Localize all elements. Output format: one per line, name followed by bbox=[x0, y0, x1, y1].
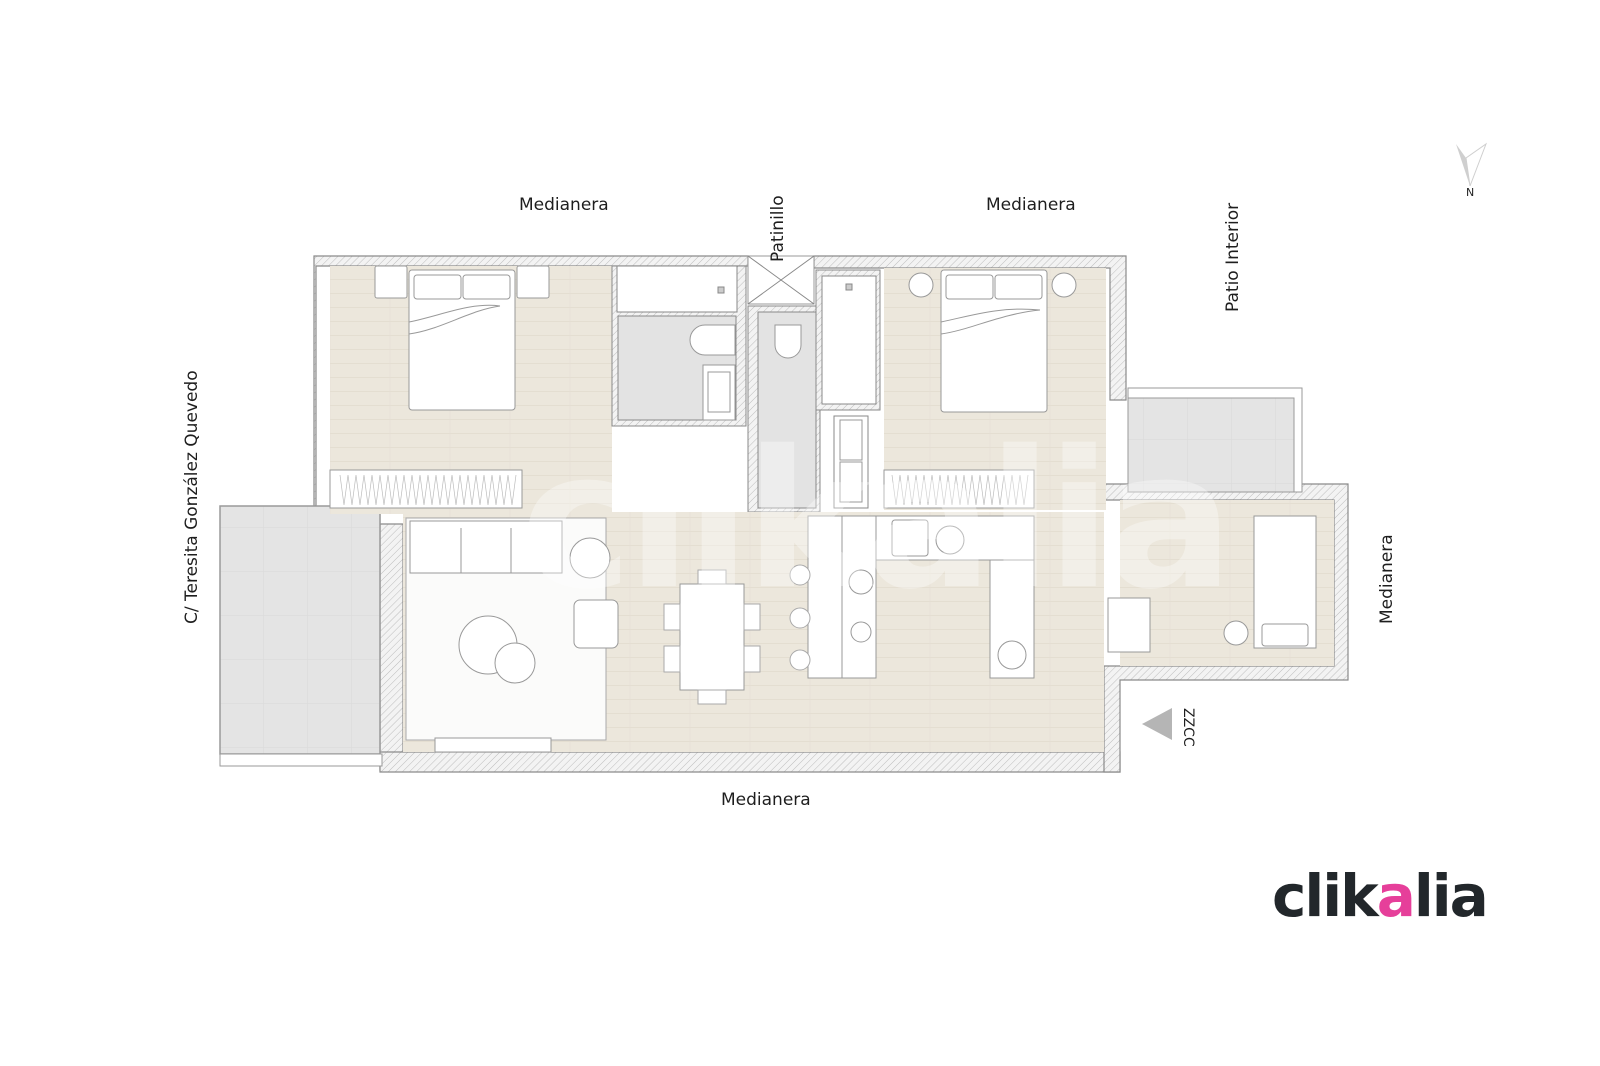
label-medianera-bottom: Medianera bbox=[721, 790, 811, 810]
label-street: C/ Teresita González Quevedo bbox=[182, 370, 202, 624]
kitchen bbox=[789, 515, 1035, 679]
zzcc-arrow bbox=[1142, 708, 1172, 740]
label-patio-interior: Patio Interior bbox=[1223, 202, 1243, 312]
clikalia-logo: clikalia bbox=[1272, 862, 1489, 930]
label-patinillo: Patinillo bbox=[768, 195, 788, 262]
north-label: N bbox=[1466, 186, 1475, 199]
label-medianera-right: Medianera bbox=[1377, 534, 1397, 624]
watermark: clikalia bbox=[520, 410, 1234, 631]
label-medianera-top-right: Medianera bbox=[986, 195, 1076, 215]
logo-house-a: a bbox=[1376, 862, 1416, 930]
terrace-left bbox=[219, 505, 381, 755]
logo-suffix: lia bbox=[1413, 862, 1489, 930]
label-zzcc: ZZCC bbox=[1180, 708, 1196, 747]
label-medianera-top-left: Medianera bbox=[519, 195, 609, 215]
north-arrow-icon bbox=[1456, 142, 1488, 186]
logo-prefix: clik bbox=[1272, 862, 1379, 930]
